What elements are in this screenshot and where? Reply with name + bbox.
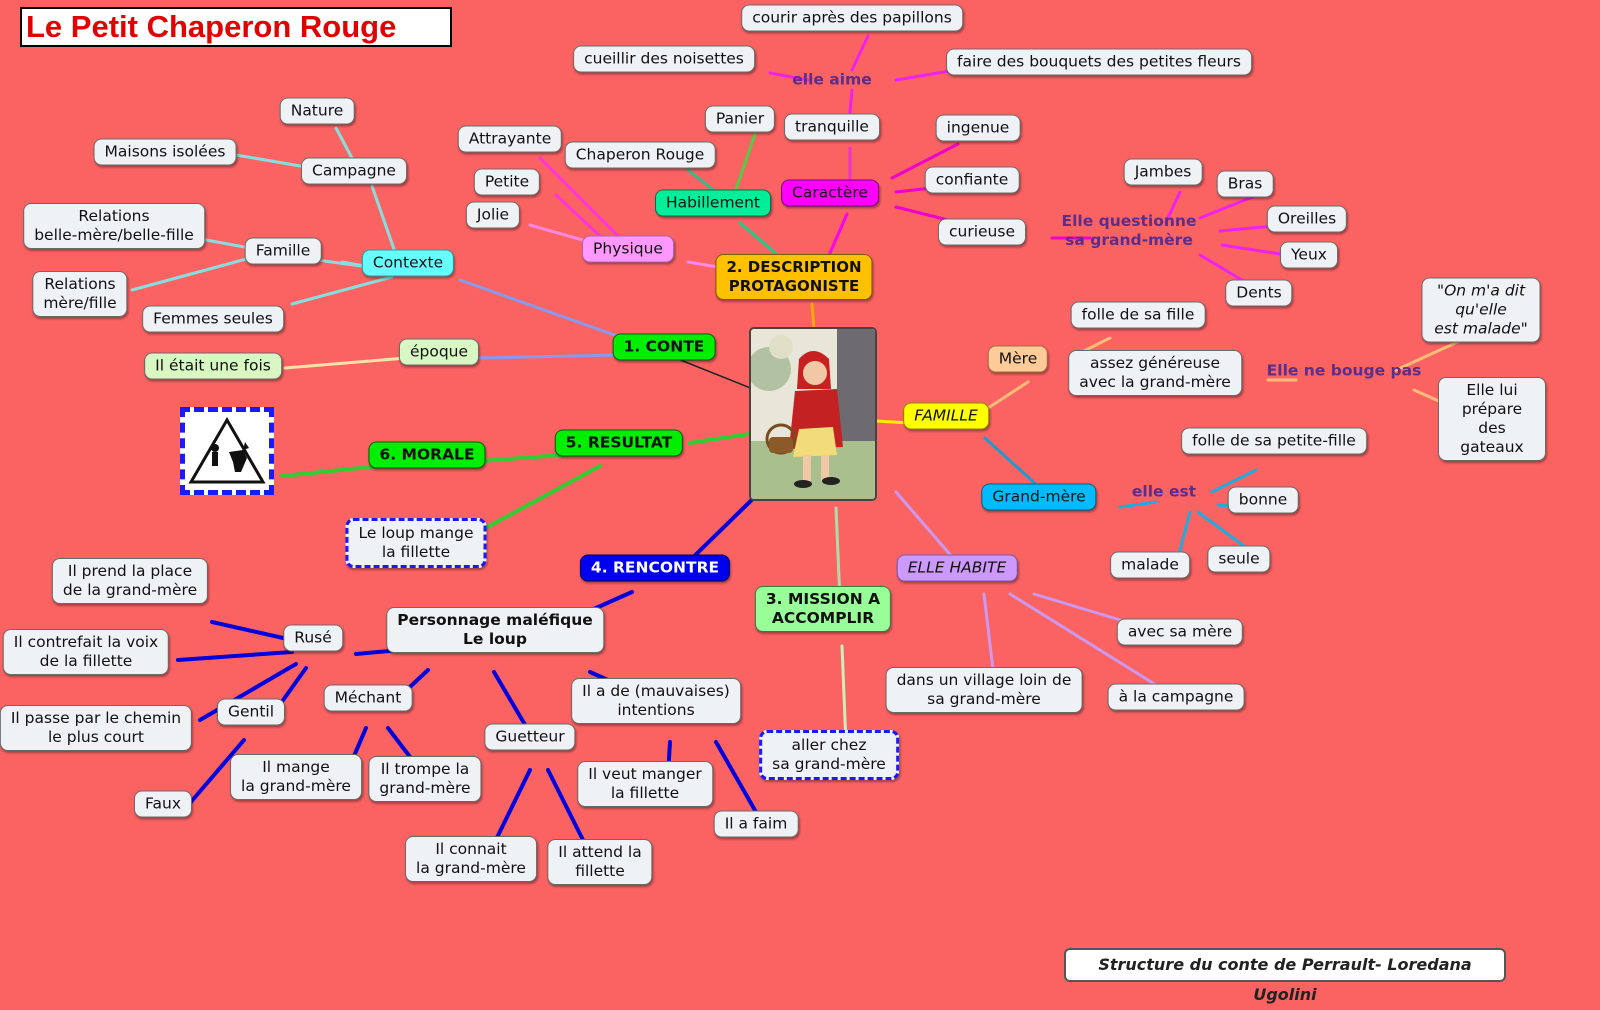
- node-questionne[interactable]: Elle questionne sa grand-mère: [1061, 212, 1197, 249]
- node-gentil[interactable]: Gentil: [216, 698, 286, 726]
- node-trompe[interactable]: Il trompe la grand-mère: [368, 756, 482, 802]
- node-il-etait[interactable]: Il était une fois: [144, 352, 282, 380]
- node-passe[interactable]: Il passe par le chemin le plus court: [0, 705, 193, 751]
- node-mission[interactable]: 3. MISSION A ACCOMPLIR: [754, 586, 892, 632]
- node-avec-mere[interactable]: avec sa mère: [1116, 618, 1244, 646]
- node-tranquille[interactable]: tranquille: [784, 113, 880, 141]
- node-on-dit[interactable]: "On m'a dit qu'elle est malade": [1421, 277, 1541, 343]
- little-red-riding-hood-illustration: [749, 327, 877, 501]
- node-epoque[interactable]: époque: [398, 338, 480, 366]
- node-habillement[interactable]: Habillement: [655, 189, 771, 217]
- node-ruse[interactable]: Rusé: [283, 624, 343, 652]
- node-yeux[interactable]: Yeux: [1280, 241, 1338, 269]
- node-description[interactable]: 2. DESCRIPTION PROTAGONISTE: [715, 254, 873, 300]
- node-contexte[interactable]: Contexte: [361, 249, 455, 277]
- node-panier[interactable]: Panier: [704, 105, 776, 133]
- node-gateaux[interactable]: Elle lui prépare des gateaux: [1438, 377, 1546, 461]
- node-rencontre[interactable]: 4. RENCONTRE: [579, 554, 731, 582]
- node-bouquets[interactable]: faire des bouquets des petites fleurs: [946, 48, 1252, 76]
- node-petite[interactable]: Petite: [473, 168, 541, 196]
- node-chaperon[interactable]: Chaperon Rouge: [564, 141, 716, 169]
- node-veut-manger[interactable]: Il veut manger la fillette: [577, 761, 713, 807]
- node-faux[interactable]: Faux: [134, 790, 192, 818]
- node-nature[interactable]: Nature: [279, 97, 355, 125]
- node-mere[interactable]: Mère: [987, 345, 1049, 373]
- node-intentions[interactable]: Il a de (mauvaises) intentions: [571, 678, 741, 724]
- node-loup-mange[interactable]: Le loup mange la fillette: [345, 518, 487, 568]
- node-femmes[interactable]: Femmes seules: [142, 305, 284, 333]
- node-grand-mere[interactable]: Grand-mère: [981, 483, 1097, 511]
- node-jolie[interactable]: Jolie: [465, 201, 521, 229]
- node-malade[interactable]: malade: [1110, 551, 1190, 579]
- node-aller[interactable]: aller chez sa grand-mère: [759, 730, 899, 780]
- node-genereuse[interactable]: assez généreuse avec la grand-mère: [1068, 350, 1242, 396]
- node-caractere[interactable]: Caractère: [781, 179, 879, 207]
- credit-label: Structure du conte de Perrault- Loredana…: [1064, 948, 1506, 1004]
- node-mange-gm[interactable]: Il mange la grand-mère: [230, 754, 362, 800]
- node-courir[interactable]: courir après des papillons: [741, 4, 963, 32]
- node-morale[interactable]: 6. MORALE: [368, 441, 486, 469]
- node-seule[interactable]: seule: [1207, 545, 1271, 573]
- node-contrefait[interactable]: Il contrefait la voix de la fillette: [2, 629, 170, 675]
- node-resultat[interactable]: 5. RESULTAT: [554, 429, 684, 457]
- node-cueillir[interactable]: cueillir des noisettes: [573, 45, 755, 73]
- node-folle-fille[interactable]: folle de sa fille: [1070, 301, 1206, 329]
- node-famille-contexte[interactable]: Famille: [244, 237, 322, 265]
- node-ingenue[interactable]: ingenue: [935, 114, 1021, 142]
- node-attrayante[interactable]: Attrayante: [457, 125, 563, 153]
- node-confiante[interactable]: confiante: [924, 166, 1020, 194]
- node-bonne[interactable]: bonne: [1227, 486, 1299, 514]
- node-oreilles[interactable]: Oreilles: [1266, 205, 1348, 233]
- node-folle-petite[interactable]: folle de sa petite-fille: [1181, 427, 1367, 455]
- node-curieuse[interactable]: curieuse: [938, 218, 1026, 246]
- node-bouge[interactable]: Elle ne bouge pas: [1266, 361, 1422, 380]
- node-elle-aime[interactable]: elle aime: [792, 70, 872, 89]
- node-campagne[interactable]: Campagne: [301, 157, 407, 185]
- node-guetteur[interactable]: Guetteur: [484, 723, 576, 751]
- node-maisons[interactable]: Maisons isolées: [93, 138, 237, 166]
- node-village[interactable]: dans un village loin de sa grand-mère: [885, 667, 1083, 713]
- node-elle-est[interactable]: elle est: [1131, 482, 1197, 501]
- node-attend[interactable]: Il attend la fillette: [547, 839, 653, 885]
- node-faim[interactable]: Il a faim: [713, 810, 799, 838]
- node-physique[interactable]: Physique: [582, 235, 674, 263]
- node-personnage[interactable]: Personnage maléfique Le loup: [386, 607, 604, 653]
- node-relations-bm[interactable]: Relations belle-mère/belle-fille: [23, 203, 205, 249]
- page-title: Le Petit Chaperon Rouge: [20, 7, 452, 47]
- node-jambes[interactable]: Jambes: [1123, 158, 1203, 186]
- wolf-warning-sign-icon: [180, 407, 274, 495]
- node-conte[interactable]: 1. CONTE: [612, 333, 716, 361]
- node-habite[interactable]: ELLE HABITE: [896, 554, 1018, 582]
- node-prend-place[interactable]: Il prend la place de la grand-mère: [51, 558, 209, 604]
- node-mechant[interactable]: Méchant: [323, 684, 413, 712]
- node-dents[interactable]: Dents: [1225, 279, 1293, 307]
- node-connait[interactable]: Il connait la grand-mère: [405, 836, 537, 882]
- node-relations-mf[interactable]: Relations mère/fille: [32, 271, 128, 317]
- node-bras[interactable]: Bras: [1216, 170, 1274, 198]
- node-campagne-habite[interactable]: à la campagne: [1107, 683, 1245, 711]
- node-famille[interactable]: FAMILLE: [903, 402, 989, 430]
